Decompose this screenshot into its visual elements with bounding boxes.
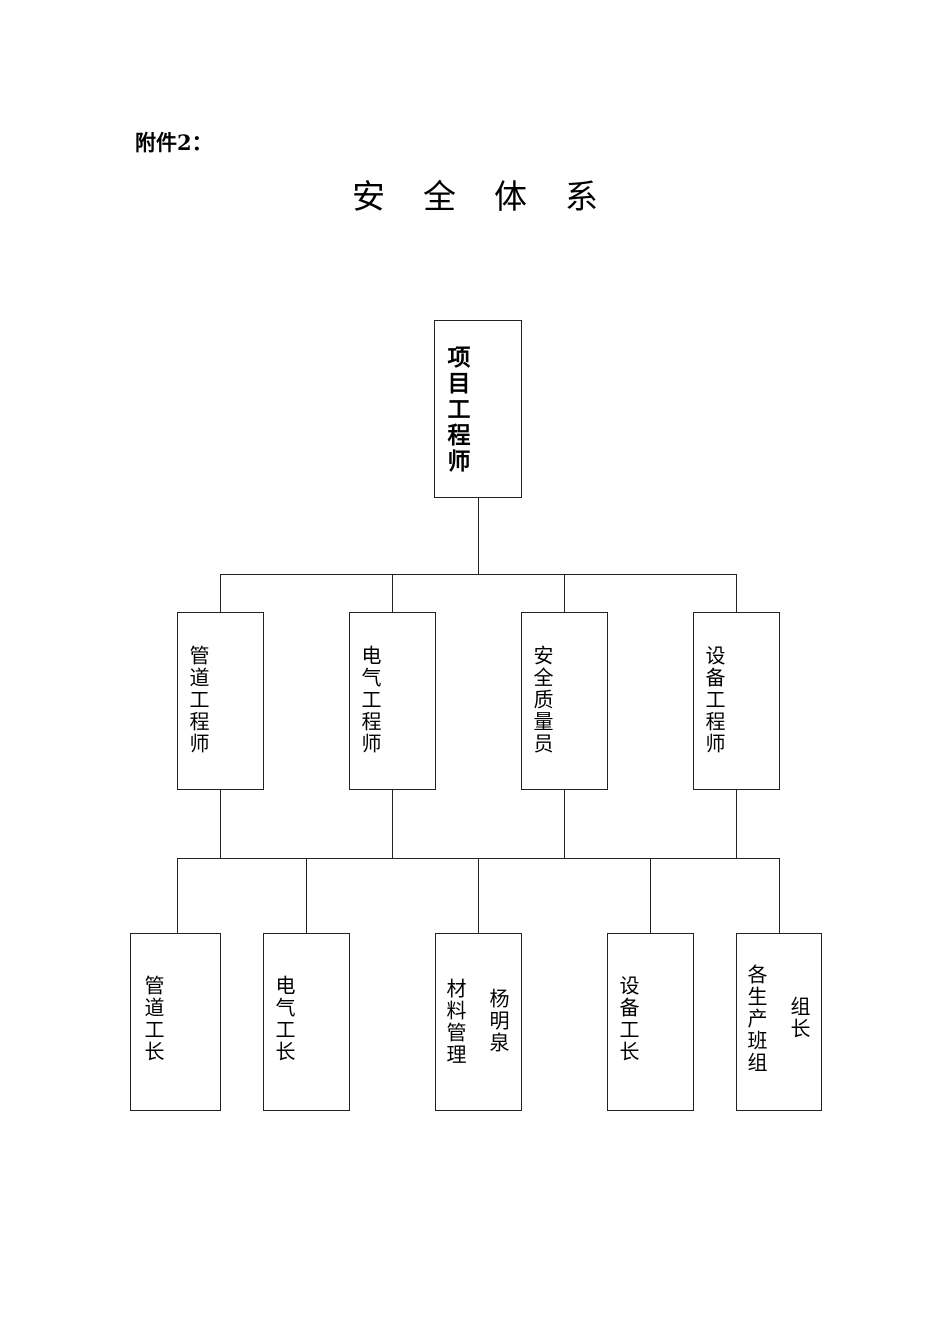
connector-line bbox=[650, 858, 651, 933]
node-material-management: 材料管理 杨明泉 bbox=[435, 933, 522, 1111]
node-electrical-engineer: 电气工程师 bbox=[349, 612, 436, 790]
title-char: 体 bbox=[494, 177, 527, 216]
node-safety-quality-officer: 安全质量员 bbox=[521, 612, 608, 790]
node-label: 管道工程师 bbox=[186, 645, 210, 755]
connector-line bbox=[564, 574, 565, 612]
node-label: 设备工长 bbox=[616, 975, 640, 1063]
connector-line bbox=[306, 858, 307, 933]
connector-line bbox=[736, 789, 737, 858]
connector-line bbox=[392, 789, 393, 858]
connector-line bbox=[392, 574, 393, 612]
node-pipeline-foreman: 管道工长 bbox=[130, 933, 221, 1111]
title-char: 系 bbox=[565, 177, 598, 216]
title-char: 安 bbox=[352, 177, 385, 216]
connector-line bbox=[478, 497, 479, 574]
node-label: 材料管理 bbox=[443, 978, 467, 1066]
node-electrical-foreman: 电气工长 bbox=[263, 933, 350, 1111]
node-production-teams: 各生产班组 组长 bbox=[736, 933, 822, 1111]
node-label: 管道工长 bbox=[141, 975, 165, 1063]
node-equipment-foreman: 设备工长 bbox=[607, 933, 694, 1111]
node-label: 设备工程师 bbox=[702, 645, 726, 755]
connector-line bbox=[478, 858, 479, 933]
node-project-engineer: 项目工程师 bbox=[434, 320, 522, 498]
connector-line bbox=[220, 789, 221, 858]
node-label: 各生产班组 bbox=[744, 964, 768, 1074]
connector-line bbox=[779, 858, 780, 933]
node-pipeline-engineer: 管道工程师 bbox=[177, 612, 264, 790]
node-label: 电气工长 bbox=[272, 975, 296, 1063]
title-char: 全 bbox=[423, 177, 456, 216]
attachment-label: 附件2： bbox=[135, 130, 213, 155]
node-label: 安全质量员 bbox=[530, 645, 554, 755]
page-title: 安全体系 bbox=[352, 170, 636, 218]
node-person-name: 组长 bbox=[787, 996, 811, 1040]
connector-line bbox=[736, 574, 737, 612]
connector-line bbox=[177, 858, 178, 933]
connector-line bbox=[564, 789, 565, 858]
node-label: 电气工程师 bbox=[358, 645, 382, 755]
connector-line bbox=[220, 574, 221, 612]
node-person-name: 杨明泉 bbox=[486, 988, 510, 1054]
node-label: 项目工程师 bbox=[443, 345, 470, 475]
node-equipment-engineer: 设备工程师 bbox=[693, 612, 780, 790]
connector-line bbox=[220, 574, 736, 575]
